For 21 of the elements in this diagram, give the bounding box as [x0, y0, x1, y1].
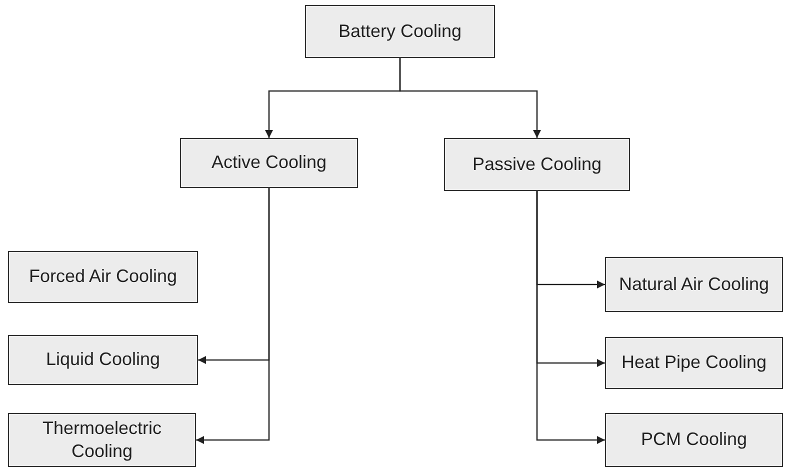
box-label: Heat Pipe Cooling — [621, 351, 767, 374]
connector-arrow — [196, 188, 270, 444]
category-box — [305, 5, 495, 58]
box-label: PCM Cooling — [640, 428, 748, 452]
box-label: Active Cooling — [211, 151, 327, 174]
box-label: Thermoelectric Cooling — [41, 416, 163, 463]
box-label: Battery Cooling — [338, 20, 462, 43]
category-box — [444, 138, 630, 191]
category-box — [605, 413, 783, 467]
connector-arrow — [536, 191, 605, 444]
category-box — [8, 413, 196, 467]
category-box — [605, 337, 783, 389]
box-label: Liquid Cooling — [46, 348, 160, 372]
category-box — [180, 138, 358, 188]
box-label: Natural Air Cooling — [618, 272, 770, 296]
connector-arrow — [399, 58, 541, 138]
box-label: Passive Cooling — [472, 152, 602, 176]
category-box — [605, 257, 783, 312]
box-label: Forced Air Cooling — [28, 265, 178, 288]
category-box — [8, 335, 198, 385]
category-box — [8, 251, 198, 303]
